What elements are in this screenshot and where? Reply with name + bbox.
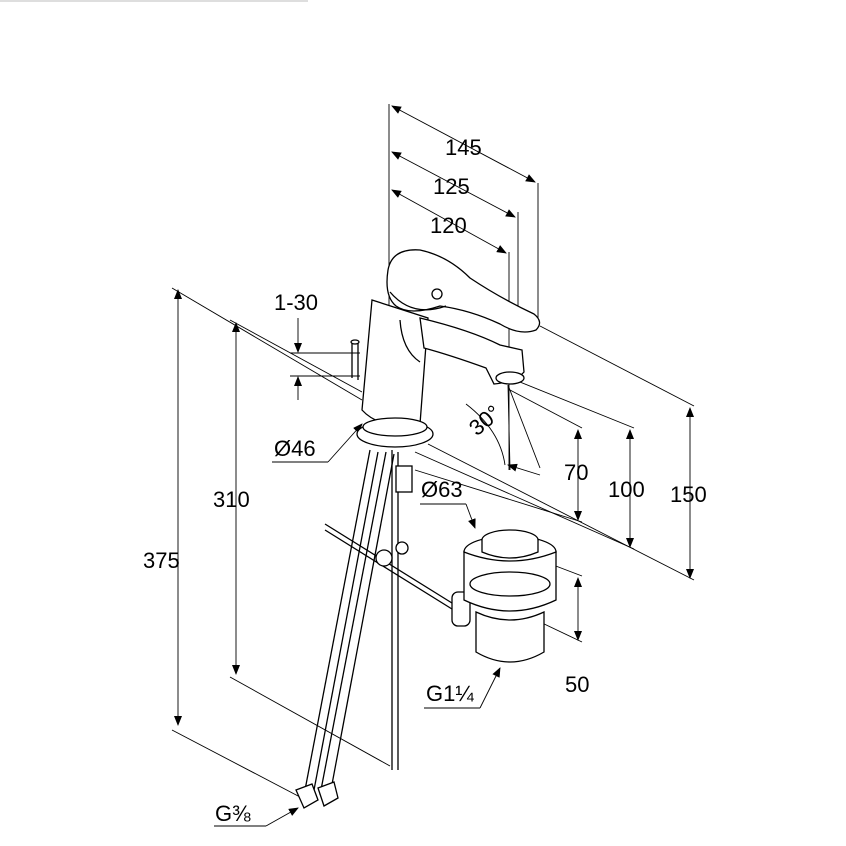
dim-g38-leader	[214, 807, 299, 827]
dim-1-30	[290, 318, 360, 400]
faucet-body	[350, 249, 541, 448]
supply-hoses	[295, 449, 413, 809]
dim-angle-30	[465, 384, 541, 476]
dim-150	[427, 325, 695, 581]
dim-dia46-label: Ø46	[274, 436, 316, 461]
dim-375-label: 375	[143, 548, 180, 573]
dim-dia63-label: Ø63	[421, 477, 463, 502]
dim-310	[229, 319, 391, 767]
dim-g114-label: G1¼	[426, 681, 474, 706]
dim-100-label: 100	[608, 477, 645, 502]
dim-125-label: 125	[433, 174, 470, 199]
dim-70-label: 70	[564, 460, 588, 485]
dim-150-label: 150	[670, 482, 707, 507]
dim-g114-leader	[424, 667, 501, 709]
dim-70	[414, 389, 583, 523]
dim-120-label: 120	[430, 213, 467, 238]
dim-dia46-leader	[272, 423, 363, 463]
dim-145-label: 145	[445, 135, 482, 160]
dim-310-label: 310	[213, 487, 250, 512]
dim-50-label: 50	[565, 672, 589, 697]
dim-1-30-label: 1-30	[274, 290, 318, 315]
popup-waste	[463, 529, 557, 663]
dim-100	[414, 377, 635, 550]
dim-g38-label: G⅜	[215, 801, 251, 826]
dim-375	[171, 287, 363, 798]
dim-angle-30-label: 30°	[464, 400, 506, 441]
dim-dia63-leader	[420, 503, 476, 529]
